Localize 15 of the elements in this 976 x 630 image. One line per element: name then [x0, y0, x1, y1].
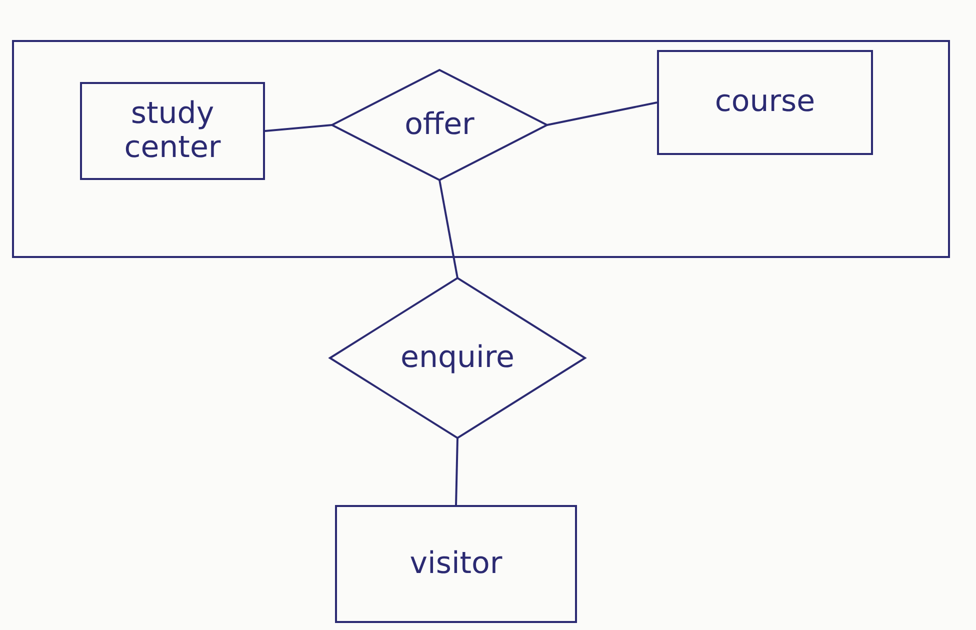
aggregation-box — [12, 40, 950, 258]
connector-line — [546, 102, 658, 126]
entity-box — [335, 505, 577, 623]
entity-label: study center — [123, 96, 222, 166]
entity-label: visitor — [410, 546, 502, 582]
entity-box — [80, 82, 265, 180]
entity-box — [657, 50, 873, 155]
connector-line — [438, 180, 458, 278]
relationship-label: offer — [404, 108, 474, 142]
connector-line — [455, 438, 458, 506]
relationship-diamond — [332, 70, 547, 180]
relationship-label: enquire — [400, 340, 514, 376]
relationship-diamond — [330, 278, 585, 438]
entity-label: course — [714, 85, 816, 120]
connector-line — [264, 124, 332, 132]
